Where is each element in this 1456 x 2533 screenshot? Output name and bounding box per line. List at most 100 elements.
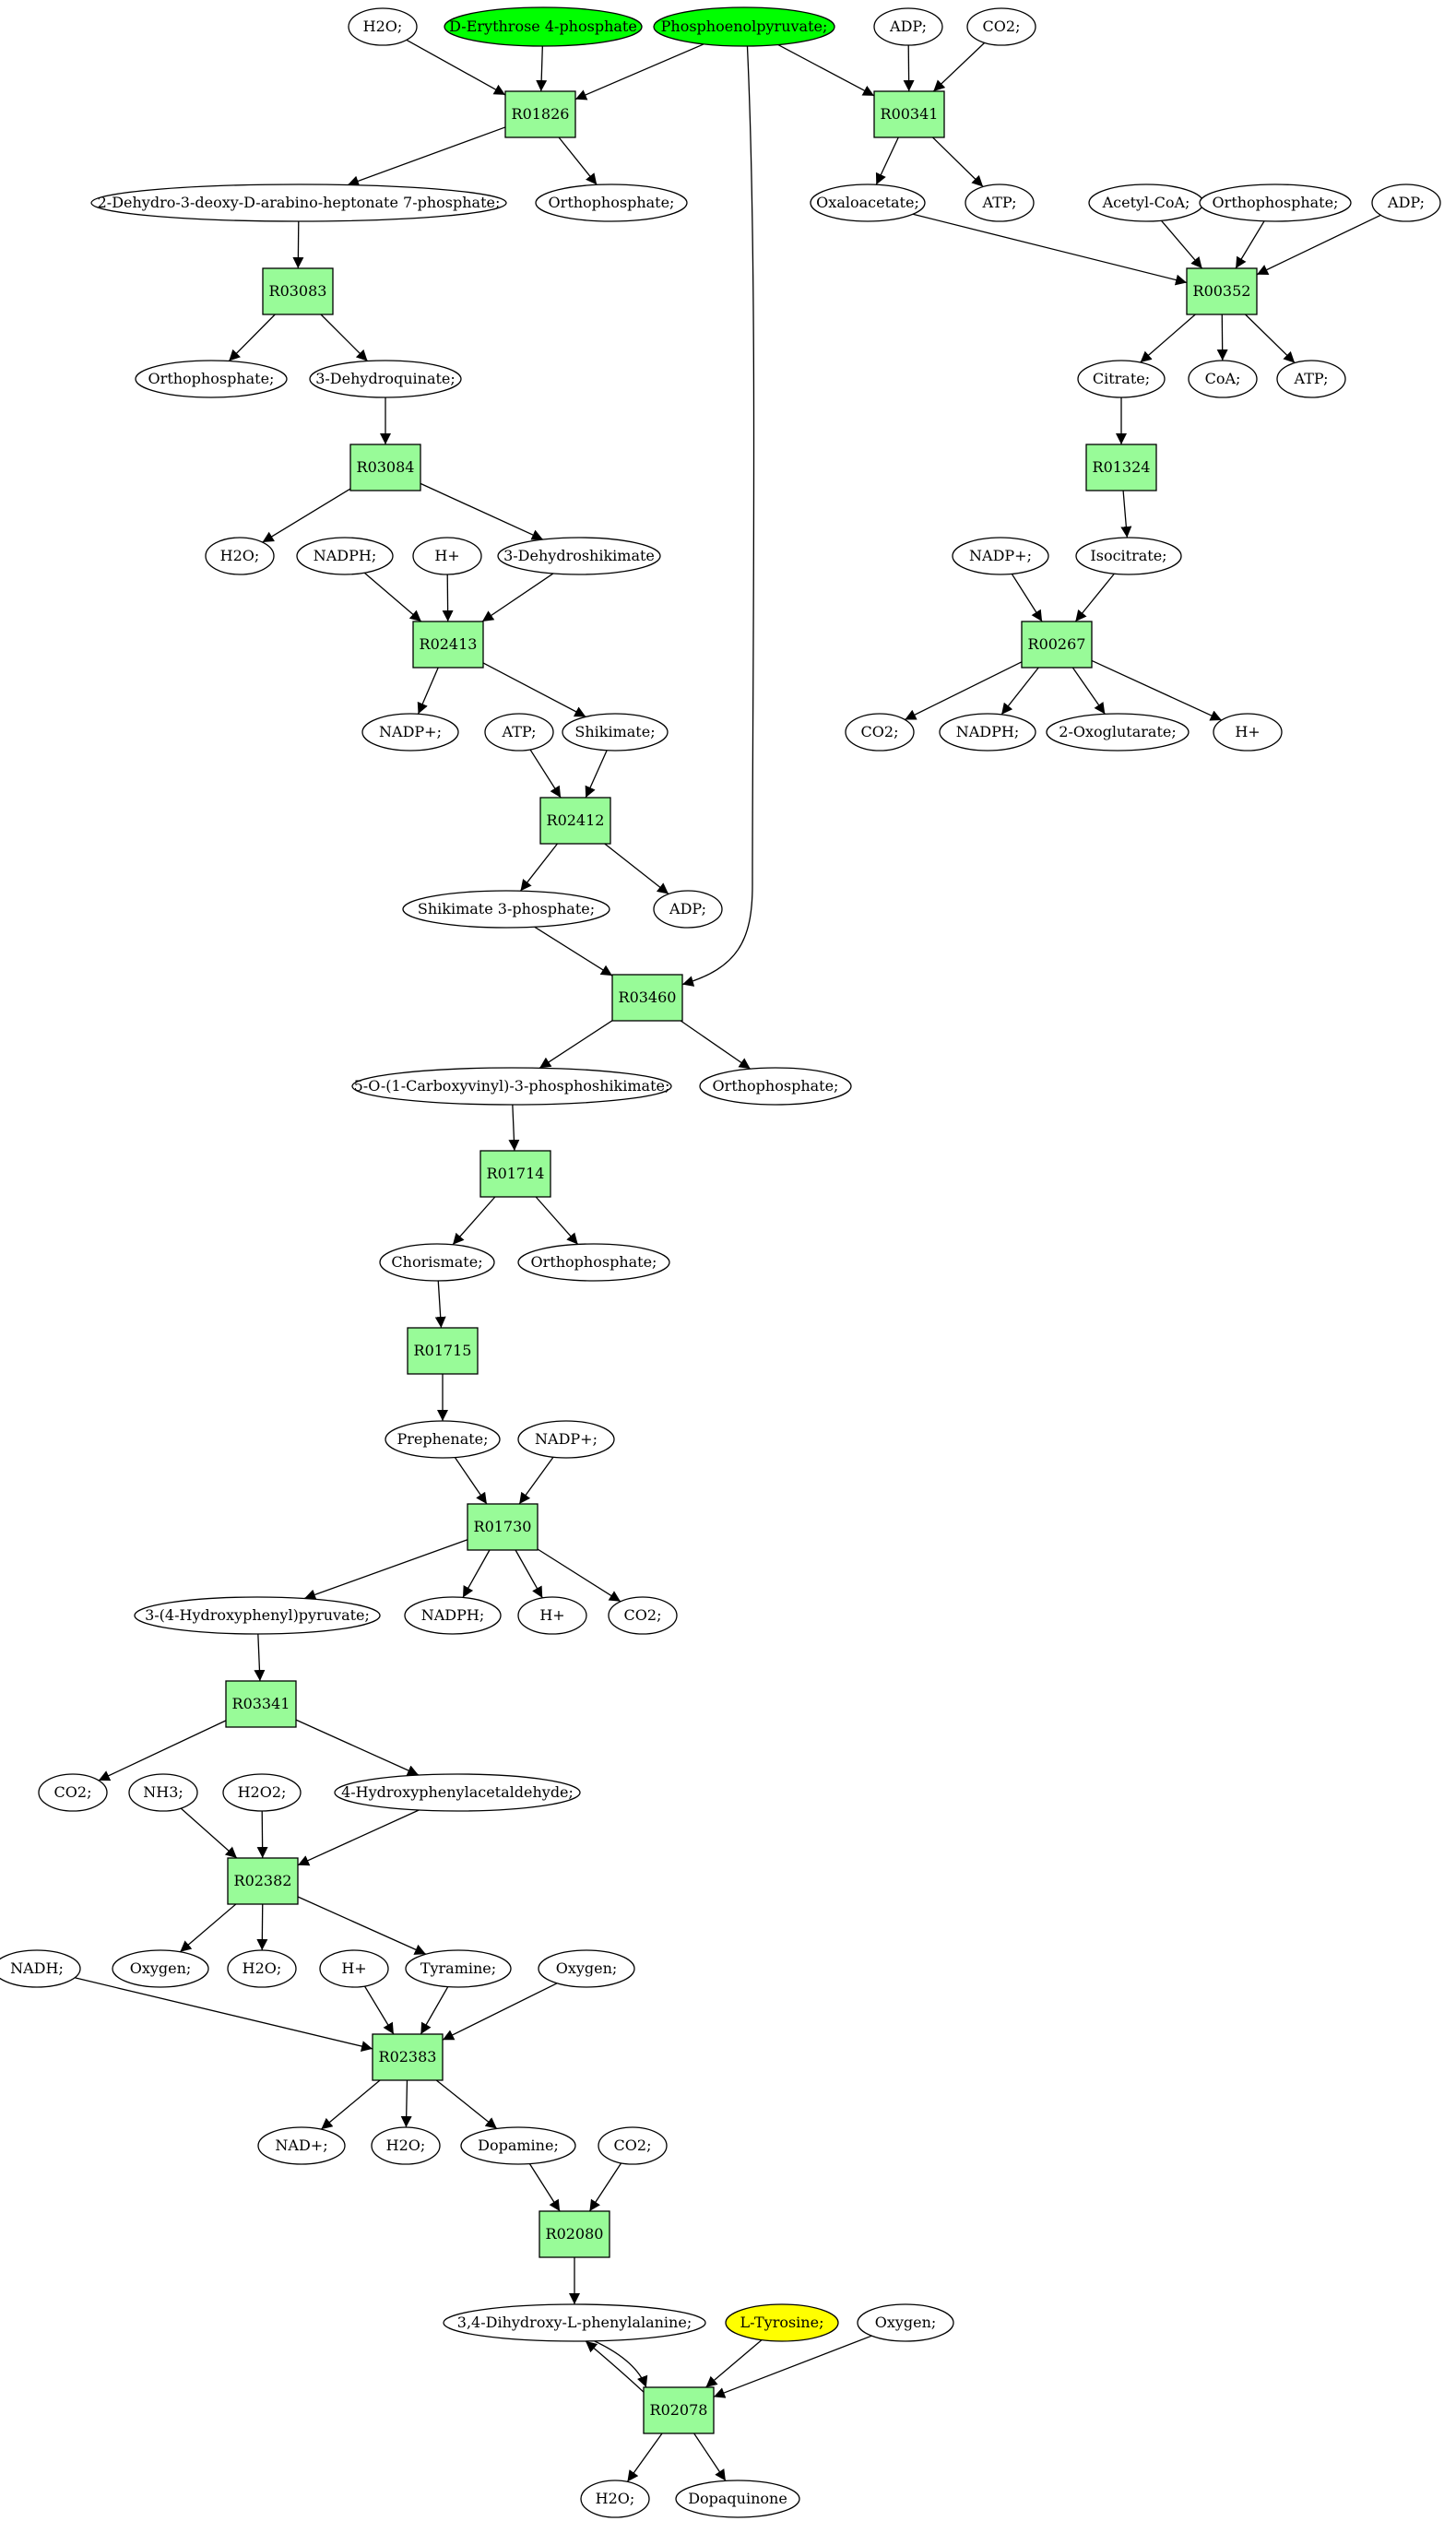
compound-ellipse — [309, 360, 462, 398]
edge-r-R01730-to-c-hplus-3 — [515, 1549, 543, 1599]
node-label: R01714 — [487, 1165, 545, 1182]
compound-node-c-coa[interactable]: CoA; — [1188, 360, 1258, 398]
compound-node-c-pi-1[interactable]: Orthophosphate; — [535, 183, 688, 222]
compound-node-c-co2-2[interactable]: CO2; — [845, 713, 915, 752]
compound-node-c-adp-2[interactable]: ADP; — [1371, 183, 1441, 222]
compound-node-c-accoa[interactable]: Acetyl-CoA; — [1088, 183, 1204, 222]
compound-ellipse — [334, 1773, 581, 1812]
node-label: R01730 — [474, 1518, 532, 1535]
compound-node-c-h2o2[interactable]: H2O2; — [222, 1773, 302, 1812]
compound-node-c-h2o-5[interactable]: H2O; — [580, 2480, 650, 2518]
compound-node-c-oxygen-1[interactable]: Oxygen; — [112, 1949, 209, 1988]
compound-node-c-hpaa[interactable]: 4-Hydroxyphenylacetaldehyde; — [334, 1773, 581, 1812]
compound-node-c-tyramine[interactable]: Tyramine; — [405, 1949, 512, 1988]
compound-ellipse — [128, 1773, 198, 1812]
compound-node-c-hplus-4[interactable]: H+ — [319, 1949, 389, 1988]
reaction-node-r-r00341[interactable]: R00341 — [873, 90, 945, 138]
reaction-node-r-r01324[interactable]: R01324 — [1085, 444, 1157, 491]
compound-node-c-oxoglutarate[interactable]: 2-Oxoglutarate; — [1046, 713, 1190, 752]
compound-node-c-chorismate[interactable]: Chorismate; — [379, 1243, 495, 1282]
compound-node-c-nh3[interactable]: NH3; — [128, 1773, 198, 1812]
reaction-node-r-r03083[interactable]: R03083 — [262, 267, 334, 315]
edge-r-R01730-to-c-hpp — [303, 1539, 468, 1601]
compound-node-c-adp-1[interactable]: ADP; — [873, 7, 943, 46]
compound-node-c-h2o-3[interactable]: H2O; — [227, 1949, 297, 1988]
compound-node-c-dopaquinone[interactable]: Dopaquinone — [675, 2480, 800, 2518]
compound-node-c-co2-5[interactable]: CO2; — [598, 2126, 668, 2165]
compound-node-c-hplus-1[interactable]: H+ — [412, 537, 482, 575]
reaction-box — [467, 1503, 539, 1551]
compound-node-c-nadph-3[interactable]: NADPH; — [404, 1596, 502, 1635]
compound-node-c-dahp[interactable]: 2-Dehydro-3-deoxy-D-arabino-heptonate 7-… — [90, 183, 507, 222]
reaction-node-r-r02413[interactable]: R02413 — [412, 621, 484, 669]
compound-node-c-nadp-3[interactable]: NADP+; — [517, 1420, 615, 1459]
compound-node-c-ldopa[interactable]: 3,4-Dihydroxy-L-phenylalanine; — [443, 2303, 706, 2342]
compound-node-c-co2-4[interactable]: CO2; — [38, 1773, 108, 1812]
reaction-node-r-r03460[interactable]: R03460 — [611, 974, 683, 1022]
reaction-box — [372, 2033, 444, 2081]
compound-node-c-pi-5[interactable]: Orthophosphate; — [517, 1243, 670, 1282]
reaction-box — [1085, 444, 1157, 491]
compound-node-c-nadph-2[interactable]: NADPH; — [939, 713, 1036, 752]
compound-node-c-isocitrate[interactable]: Isocitrate; — [1075, 537, 1182, 575]
compound-node-c-h2o-4[interactable]: H2O; — [371, 2126, 441, 2165]
compound-node-c-nadp-1[interactable]: NADP+; — [952, 537, 1049, 575]
reaction-node-r-r03084[interactable]: R03084 — [349, 444, 421, 491]
node-label: H2O; — [220, 547, 260, 564]
edge-r-R02383-to-c-dopamine — [435, 2079, 498, 2129]
compound-node-c-nadph-1[interactable]: NADPH; — [296, 537, 394, 575]
reaction-node-r-r01730[interactable]: R01730 — [467, 1503, 539, 1551]
compound-node-c-oxygen-2[interactable]: Oxygen; — [538, 1949, 635, 1988]
reaction-node-r-r01826[interactable]: R01826 — [504, 90, 576, 138]
reaction-node-r-r00267[interactable]: R00267 — [1021, 621, 1093, 669]
reaction-node-r-r01714[interactable]: R01714 — [479, 1150, 551, 1198]
compound-node-c-nadh[interactable]: NADH; — [0, 1949, 81, 1988]
node-label: NADPH; — [421, 1606, 485, 1624]
compound-node-c-shikimate[interactable]: Shikimate; — [562, 713, 669, 752]
compound-node-c-co2-3[interactable]: CO2; — [608, 1596, 678, 1635]
compound-node-c-oxygen-3[interactable]: Oxygen; — [857, 2303, 954, 2342]
compound-node-c-citrate[interactable]: Citrate; — [1077, 360, 1166, 398]
reaction-node-r-r00352[interactable]: R00352 — [1186, 267, 1258, 315]
compound-node-c-atp-3[interactable]: ATP; — [484, 713, 554, 752]
node-label: R00267 — [1028, 635, 1086, 653]
compound-node-c-h2o-1[interactable]: H2O; — [348, 7, 418, 46]
reaction-node-r-r02382[interactable]: R02382 — [227, 1857, 299, 1905]
reaction-node-r-r03341[interactable]: R03341 — [225, 1680, 297, 1728]
edge-c-oxygen-2-to-r-R02383 — [442, 1983, 558, 2041]
reaction-node-r-r02412[interactable]: R02412 — [539, 797, 611, 845]
compound-node-c-atp-2[interactable]: ATP; — [1276, 360, 1346, 398]
compound-node-c-prephenate[interactable]: Prephenate; — [385, 1420, 501, 1459]
compound-node-c-hpp[interactable]: 3-(4-Hydroxyphenyl)pyruvate; — [134, 1596, 381, 1635]
edge-r-R02383-to-c-h2o-4 — [400, 2079, 412, 2128]
reaction-node-r-r02383[interactable]: R02383 — [372, 2033, 444, 2081]
compound-node-c-hplus-2[interactable]: H+ — [1213, 713, 1283, 752]
compound-node-c-nadp-2[interactable]: NADP+; — [361, 713, 459, 752]
compound-node-c-pi-3[interactable]: Orthophosphate; — [135, 360, 288, 398]
compound-node-c-e4p[interactable]: D-Erythrose 4-phosphate — [444, 6, 643, 47]
compound-ellipse — [517, 1420, 615, 1459]
compound-node-c-dhs[interactable]: 3-Dehydroshikimate — [497, 537, 661, 575]
node-label: L-Tyrosine; — [740, 2314, 824, 2331]
compound-node-c-s3p[interactable]: Shikimate 3-phosphate; — [402, 890, 610, 929]
compound-node-c-atp-1[interactable]: ATP; — [965, 183, 1035, 222]
reaction-node-r-r01715[interactable]: R01715 — [407, 1327, 479, 1375]
compound-node-c-h2o-2[interactable]: H2O; — [205, 537, 275, 575]
compound-node-c-pep[interactable]: Phosphoenolpyruvate; — [653, 6, 835, 47]
compound-ellipse — [319, 1949, 389, 1988]
node-label: H2O2; — [238, 1783, 287, 1801]
compound-node-c-dhq[interactable]: 3-Dehydroquinate; — [309, 360, 462, 398]
compound-node-c-nad[interactable]: NAD+; — [257, 2126, 346, 2165]
compound-node-c-co2-1[interactable]: CO2; — [966, 7, 1036, 46]
compound-node-c-tyrosine[interactable]: L-Tyrosine; — [725, 2303, 839, 2342]
compound-node-c-hplus-3[interactable]: H+ — [517, 1596, 587, 1635]
compound-node-c-pi-2[interactable]: Orthophosphate; — [1199, 183, 1352, 222]
reaction-node-r-r02078[interactable]: R02078 — [643, 2386, 715, 2434]
node-label: Prephenate; — [397, 1430, 488, 1448]
compound-node-c-epsp[interactable]: 5-O-(1-Carboxyvinyl)-3-phosphoshikimate; — [351, 1067, 672, 1106]
compound-node-c-oaa[interactable]: Oxaloacetate; — [810, 183, 926, 222]
compound-node-c-adp-3[interactable]: ADP; — [653, 890, 723, 929]
reaction-node-r-r02080[interactable]: R02080 — [539, 2210, 610, 2258]
compound-node-c-pi-4[interactable]: Orthophosphate; — [699, 1067, 852, 1106]
compound-node-c-dopamine[interactable]: Dopamine; — [460, 2126, 576, 2165]
